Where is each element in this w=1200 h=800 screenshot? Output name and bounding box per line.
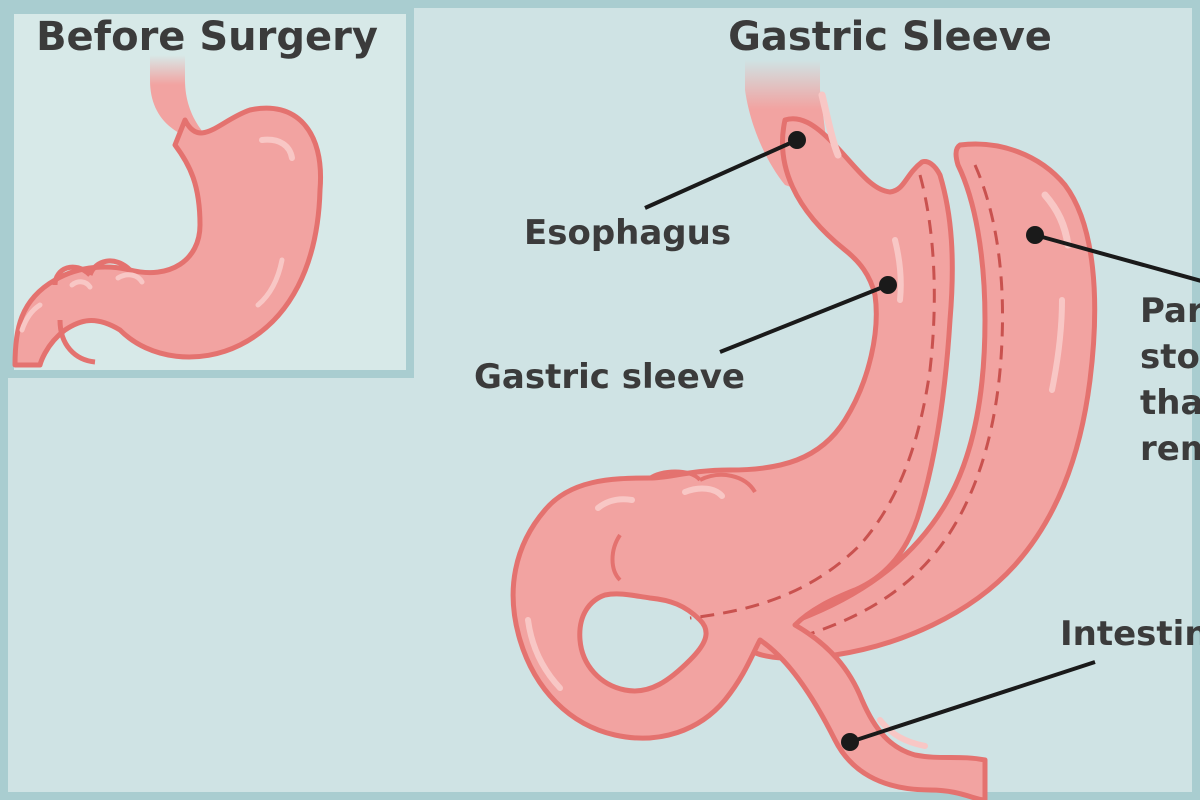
stomach-before-illustration — [12, 55, 324, 368]
intestine-label: Intestine — [1060, 614, 1200, 654]
sleeve-stomach-illustration — [510, 60, 988, 800]
before-surgery-title: Before Surgery — [36, 14, 378, 60]
esophagus-label: Esophagus — [524, 213, 731, 253]
gastric-sleeve-title: Gastric Sleeve — [728, 14, 1052, 60]
leader-line — [1034, 233, 1200, 283]
removed-part-label-line-3: that is — [1140, 383, 1200, 423]
gastric-sleeve-panel: Gastric Sleeve — [474, 14, 1200, 800]
callout-gastric-sleeve: Gastric sleeve — [474, 276, 897, 397]
leader-line — [719, 283, 889, 354]
callout-esophagus: Esophagus — [524, 131, 806, 253]
callout-dot — [879, 276, 897, 294]
removed-part-label-line-2: stomach — [1140, 337, 1200, 377]
callout-dot — [841, 733, 859, 751]
removed-part-label-line-4: removed — [1140, 429, 1200, 469]
leader-line — [849, 660, 1096, 744]
removed-stomach-illustration — [747, 141, 1098, 661]
leader-line — [644, 138, 798, 210]
before-surgery-panel: Before Surgery — [6, 6, 414, 378]
gastric-sleeve-label: Gastric sleeve — [474, 357, 745, 397]
callout-dot — [788, 131, 806, 149]
callout-dot — [1026, 226, 1044, 244]
callout-intestine: Intestine — [841, 614, 1200, 751]
callout-removed-part: Part of stomach that is removed — [1026, 226, 1200, 469]
removed-part-label-line-1: Part of — [1140, 291, 1200, 331]
